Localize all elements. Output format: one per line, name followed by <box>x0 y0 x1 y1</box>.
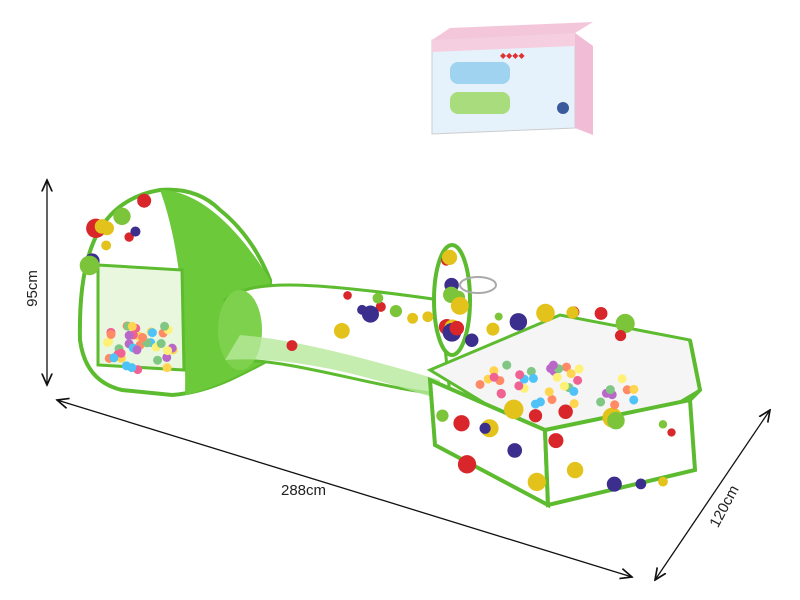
ball <box>489 372 499 382</box>
polka-dot <box>594 307 608 320</box>
height-label: 95cm <box>23 270 41 307</box>
ball <box>547 395 557 405</box>
polka-dot <box>607 411 625 430</box>
ball <box>132 345 142 355</box>
polka-dot <box>124 232 134 242</box>
ball <box>574 364 584 374</box>
polka-dot <box>79 255 100 276</box>
length-label: 288cm <box>281 482 327 499</box>
svg-text:◆◆◆◆: ◆◆◆◆ <box>500 51 525 60</box>
ball <box>147 328 157 338</box>
ball <box>629 384 639 394</box>
ball <box>163 346 173 356</box>
ball <box>162 352 172 362</box>
polka-dot <box>372 292 384 304</box>
ball <box>559 381 569 391</box>
polka-dot <box>486 322 500 336</box>
ball <box>610 400 620 410</box>
polka-dot <box>450 296 469 315</box>
polka-dot <box>606 476 622 492</box>
polka-dot <box>343 291 352 300</box>
polka-dot <box>667 428 676 437</box>
polka-dot <box>479 422 491 434</box>
polka-dot <box>615 313 635 334</box>
polka-dot <box>509 313 528 331</box>
polka-dot <box>457 455 477 474</box>
ball <box>622 385 632 395</box>
ball <box>109 353 119 363</box>
polka-dot <box>536 303 555 323</box>
ball <box>102 338 112 348</box>
polka-dot <box>94 219 110 234</box>
polka-dot <box>101 240 112 251</box>
ball <box>496 388 506 398</box>
ball <box>124 330 134 340</box>
polka-dot <box>658 476 668 487</box>
ball <box>552 372 562 382</box>
polka-dot <box>436 409 449 422</box>
ball <box>127 363 137 373</box>
polka-dot <box>453 415 470 432</box>
polka-dot <box>566 461 584 479</box>
polka-dot <box>528 409 543 423</box>
polka-dot <box>465 333 479 347</box>
ball <box>515 370 525 380</box>
polka-dot <box>333 322 350 339</box>
polka-dot <box>503 399 524 420</box>
polka-dot <box>407 312 419 324</box>
polka-dot <box>441 249 458 265</box>
polka-dot <box>507 443 523 458</box>
polka-dot <box>137 193 152 208</box>
polka-dot <box>658 420 668 429</box>
ball <box>629 395 639 405</box>
ball <box>569 386 579 396</box>
polka-dot <box>635 478 647 490</box>
ball <box>162 363 172 373</box>
polka-dot <box>286 340 298 352</box>
ball <box>153 355 163 365</box>
play-tunnel <box>218 283 452 400</box>
ball <box>561 362 571 372</box>
polka-dot <box>449 320 465 336</box>
ball <box>566 369 576 379</box>
ball <box>116 348 126 358</box>
ball <box>617 374 627 384</box>
ball <box>489 366 499 376</box>
polka-dot <box>361 305 379 323</box>
ball <box>596 397 606 407</box>
ball <box>502 360 512 370</box>
ball <box>528 373 538 383</box>
width-dimension-line <box>655 410 770 580</box>
polka-dot <box>494 312 503 321</box>
polka-dot <box>113 207 131 226</box>
polka-dot <box>527 472 546 492</box>
polka-dot <box>422 311 434 323</box>
ball <box>514 381 524 391</box>
ball <box>156 339 166 349</box>
length-dimension-line <box>57 400 632 577</box>
ball <box>544 387 554 397</box>
polka-dot <box>558 404 573 420</box>
polka-dot <box>566 306 579 319</box>
polka-dot <box>130 226 141 237</box>
polka-dot <box>375 301 386 312</box>
ball <box>605 385 615 395</box>
ball <box>530 399 540 409</box>
ball <box>138 333 148 343</box>
ball <box>526 366 536 376</box>
ball <box>127 321 137 331</box>
polka-dot <box>389 305 403 318</box>
ball <box>160 321 170 331</box>
ball <box>475 379 485 389</box>
polka-dot <box>548 433 564 449</box>
packaging-box: ◆◆◆◆ <box>431 22 593 135</box>
ball <box>548 360 558 370</box>
ball <box>573 375 583 385</box>
polka-dot <box>614 329 627 342</box>
ball <box>106 329 116 339</box>
ball <box>569 399 579 409</box>
